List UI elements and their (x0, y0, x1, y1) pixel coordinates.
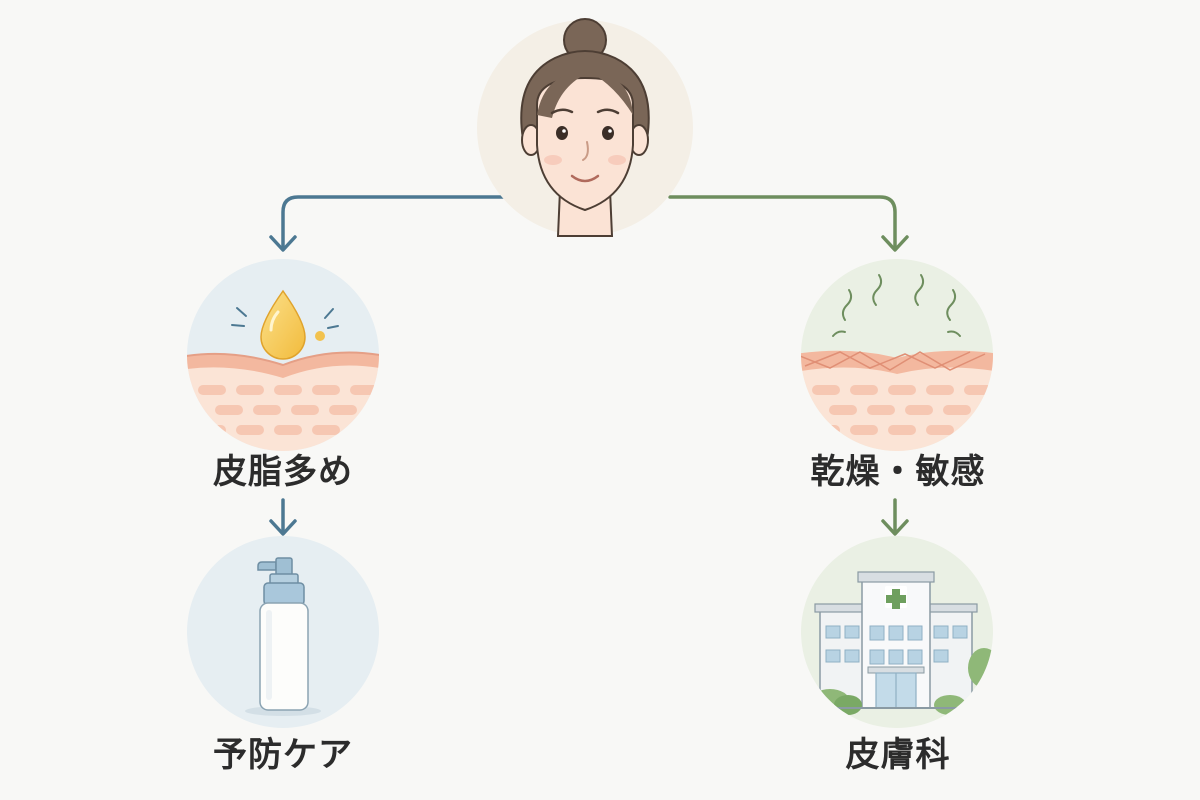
pump-bottle-icon (187, 536, 379, 728)
dermatology-label: 皮膚科 (845, 735, 951, 775)
right-branch-connector (668, 195, 909, 252)
left-branch-connector (269, 195, 507, 252)
oily-skin-icon (187, 259, 379, 451)
dry-skin-icon (801, 259, 993, 451)
hospital-icon (801, 536, 993, 728)
prevent-care-label: 予防ケア (213, 735, 353, 775)
dry-sensitive-label: 乾燥・敏感 (810, 452, 986, 492)
oily-to-prevent-arrow (269, 498, 297, 536)
woman-face-icon (477, 18, 693, 237)
oily-skin-label: 皮脂多め (213, 452, 353, 492)
dry-to-derm-arrow (881, 498, 909, 536)
